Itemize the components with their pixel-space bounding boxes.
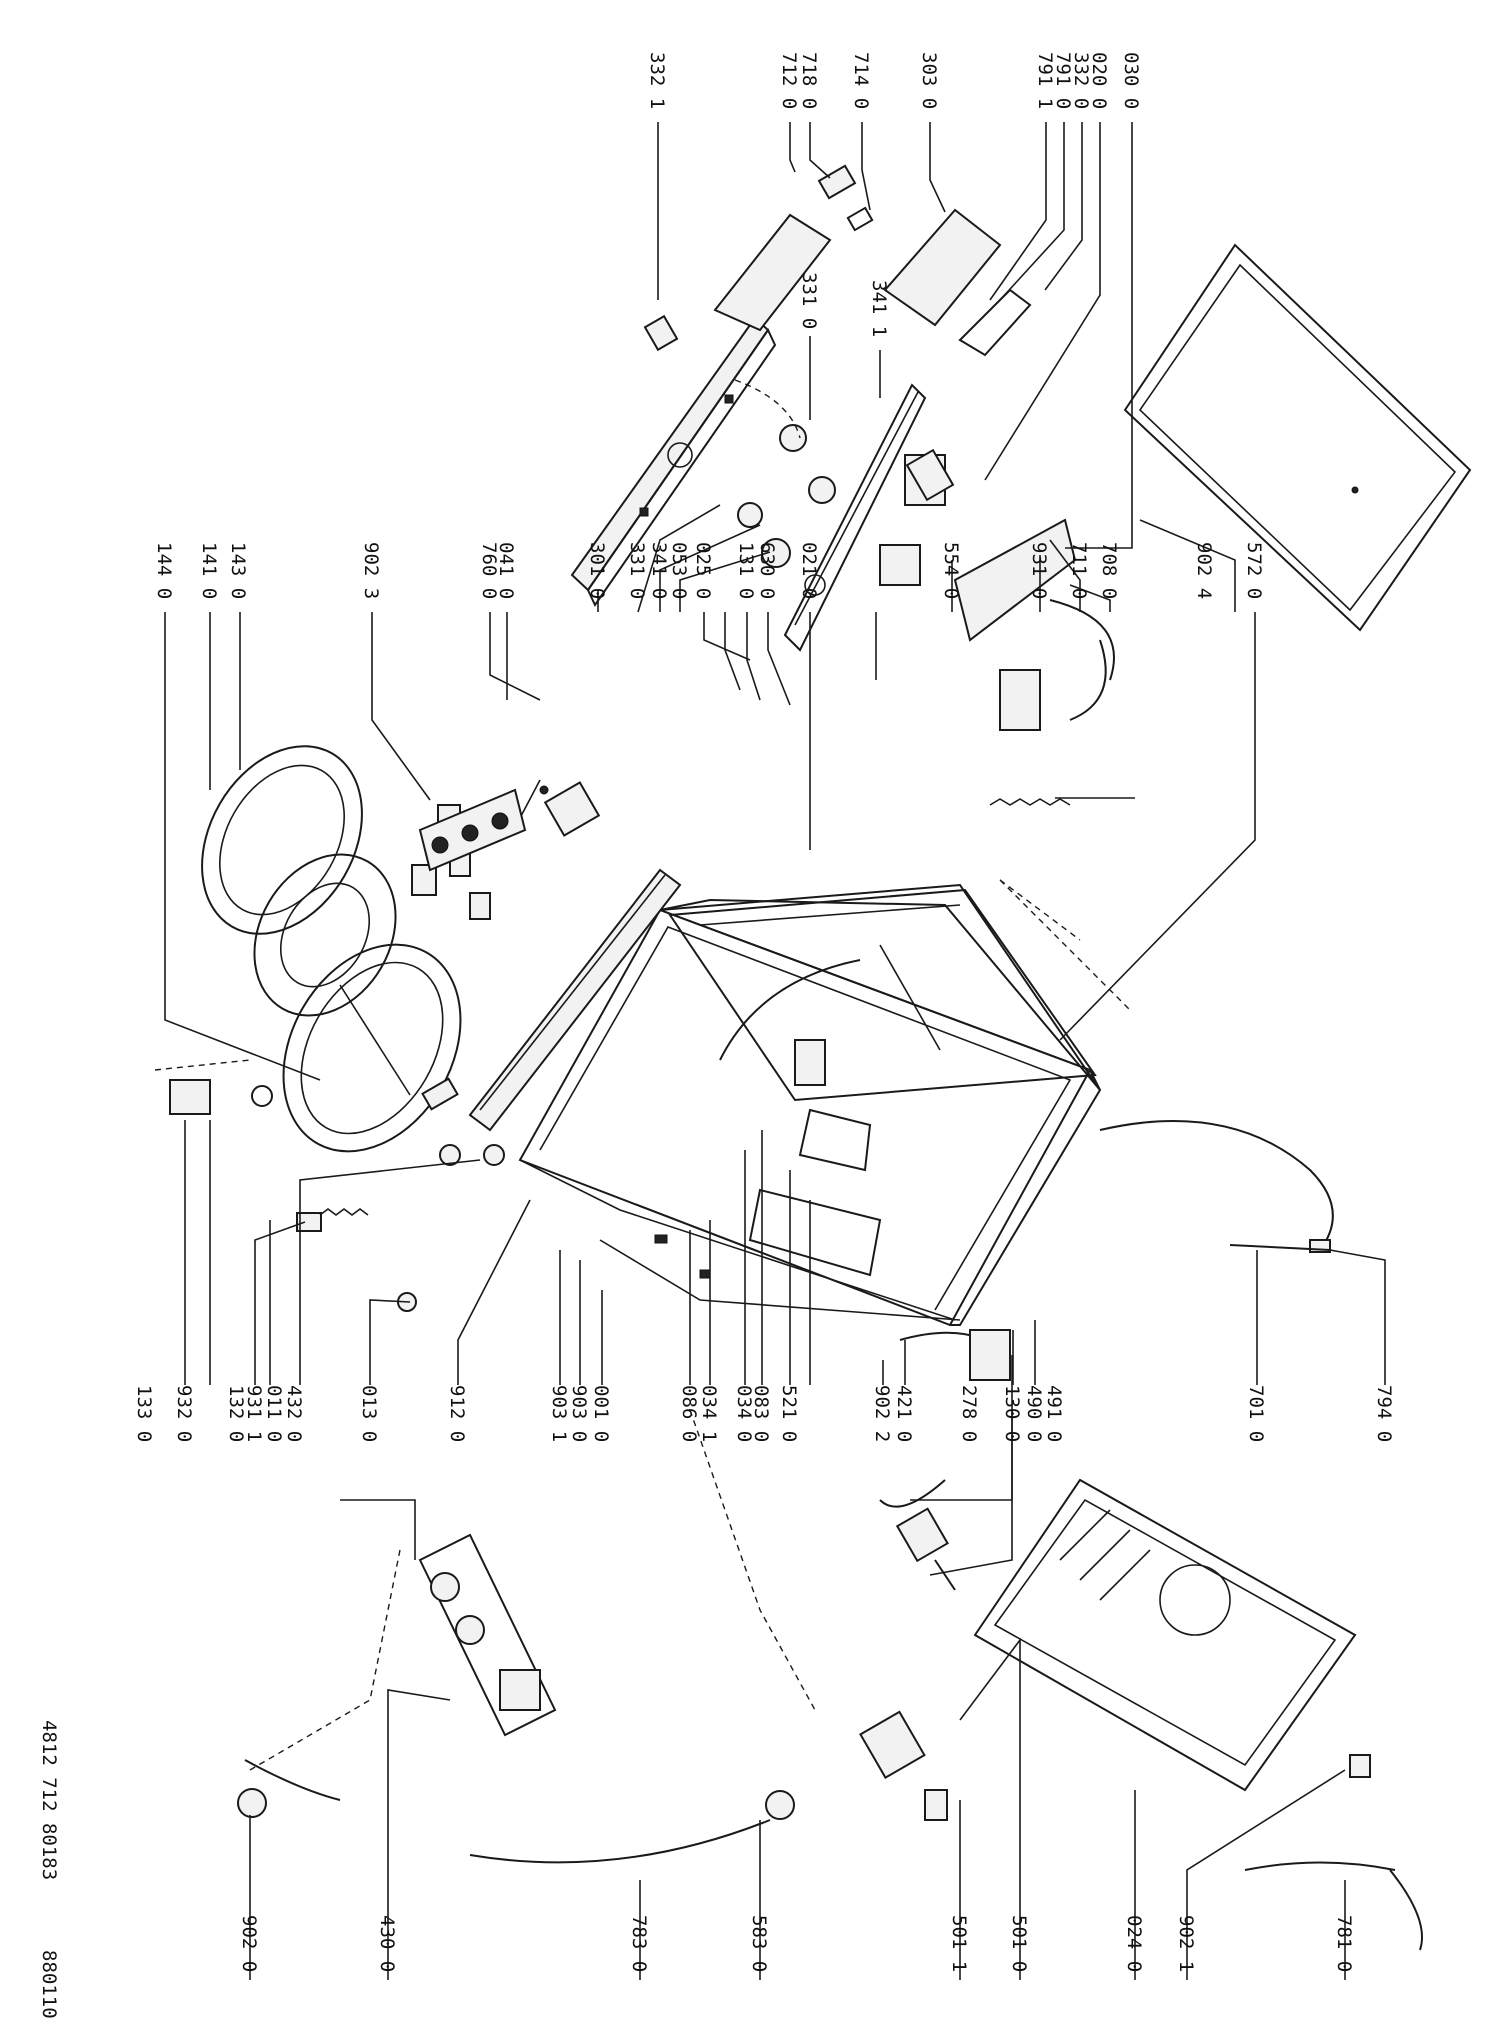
- door-lock-drawing: [519, 779, 601, 837]
- callout-labels: 030 0 020 0 332 0 791 0 791 1 303 0 714 …: [133, 52, 1395, 1972]
- door-assembly-drawing: [201, 745, 462, 1153]
- callout-554-0: 554 0: [940, 542, 962, 599]
- pump-and-hoses-drawing: [879, 1329, 1011, 1591]
- electronics-panel-drawing: [783, 383, 946, 652]
- callout-701-0: 701 0: [1245, 1385, 1267, 1442]
- top-accessories-drawing: [643, 164, 1032, 357]
- cabinet-frame-drawing: [518, 883, 1102, 1327]
- callout-341-0: 341 0: [648, 542, 670, 599]
- callout-421-0: 421 0: [893, 1385, 915, 1442]
- callout-501-0: 501 0: [1008, 1915, 1030, 1972]
- callout-133-0: 133 0: [133, 1385, 155, 1442]
- date-code: 880110: [38, 1950, 60, 2019]
- callout-331-0-upper: 331 0: [798, 272, 820, 329]
- bottom-panel-drawing: [973, 1478, 1357, 1792]
- bottom-small-parts-drawing: [469, 1710, 948, 1864]
- callout-141-0: 141 0: [198, 542, 220, 599]
- callout-303-0: 303 0: [918, 52, 940, 109]
- top-lid-drawing: [668, 888, 1097, 1102]
- callout-912-0: 912 0: [446, 1385, 468, 1442]
- callout-432-0: 432 0: [283, 1385, 305, 1442]
- callout-521-0: 521 0: [778, 1385, 800, 1442]
- callout-086-0: 086 0: [678, 1385, 700, 1442]
- callout-131-0: 131 0: [735, 542, 757, 599]
- callout-781-0: 781 0: [1333, 1915, 1355, 1972]
- hinge-pin-drawing: [296, 1208, 369, 1232]
- callout-332-1: 332 1: [646, 52, 668, 109]
- callout-024-0: 024 0: [1123, 1915, 1145, 1972]
- callout-491-0: 491 0: [1043, 1385, 1065, 1442]
- callout-025-0: 025 0: [692, 542, 714, 599]
- callout-301-0: 301 0: [586, 542, 608, 599]
- hinge-parts-drawing: [397, 804, 505, 1312]
- callout-714-0: 714 0: [850, 52, 872, 109]
- callout-931-0: 931 0: [1028, 542, 1050, 599]
- callout-341-1: 341 1: [868, 280, 890, 337]
- callout-583-0: 583 0: [748, 1915, 770, 1972]
- callout-931-1: 931 1: [243, 1385, 265, 1442]
- callout-144-0: 144 0: [153, 542, 175, 599]
- callout-490-0: 490 0: [1023, 1385, 1045, 1442]
- front-fascia-drawing: [468, 868, 682, 1132]
- door-catch-drawing: [154, 1059, 273, 1115]
- callout-902-4: 902 4: [1193, 542, 1215, 599]
- callout-020-0: 020 0: [1088, 52, 1110, 109]
- callout-903-1: 903 1: [548, 1385, 570, 1442]
- callout-760-0: 760 0: [478, 542, 500, 599]
- program-unit-drawing: [244, 1533, 557, 1801]
- callout-001-0: 001 0: [590, 1385, 612, 1442]
- callout-013-0: 013 0: [358, 1385, 380, 1442]
- callout-501-1: 501 1: [948, 1915, 970, 1972]
- callout-791-1: 791 1: [1034, 52, 1056, 109]
- control-panel-drawing: [570, 316, 777, 608]
- document-number: 4812 712 80183: [38, 1720, 60, 1880]
- callout-331-0-lower: 331 0: [626, 542, 648, 599]
- drive-motor-drawing: [879, 518, 1115, 731]
- callout-794-0: 794 0: [1373, 1385, 1395, 1442]
- callout-041-0: 041 0: [495, 542, 517, 599]
- callout-902-0: 902 0: [238, 1915, 260, 1972]
- part-artwork: [154, 164, 1472, 1951]
- callout-278-0: 278 0: [958, 1385, 980, 1442]
- callout-132-0: 132 0: [225, 1385, 247, 1442]
- callout-711-0: 711 0: [1068, 542, 1090, 599]
- callout-902-3: 902 3: [360, 542, 382, 599]
- callout-332-0: 332 0: [1070, 52, 1092, 109]
- callout-021-0: 021 0: [798, 542, 820, 599]
- hinge-bar-drawing: [418, 788, 527, 872]
- callout-572-0: 572 0: [1243, 542, 1265, 599]
- tension-spring-drawing: [989, 798, 1131, 1011]
- callout-902-2: 902 2: [871, 1385, 893, 1442]
- callout-783-0: 783 0: [628, 1915, 650, 1972]
- callout-903-0: 903 0: [568, 1385, 590, 1442]
- callout-902-1: 902 1: [1175, 1915, 1197, 1972]
- sheet-identifiers: 4812 712 80183 880110: [38, 1720, 60, 2019]
- callout-712-0: 712 0: [778, 52, 800, 109]
- callout-430-0: 430 0: [376, 1915, 398, 1972]
- corner-fittings-drawing: [237, 1754, 1423, 1951]
- callout-143-0: 143 0: [227, 542, 249, 599]
- callout-630-0: 630 0: [756, 542, 778, 599]
- wire-clip-drawing: [905, 448, 955, 502]
- callout-083-0: 083 0: [750, 1385, 772, 1442]
- callout-130-0: 130 0: [1001, 1385, 1023, 1442]
- callout-932-0: 932 0: [173, 1385, 195, 1442]
- callout-053-0: 053 0: [668, 542, 690, 599]
- callout-034-0: 034 0: [733, 1385, 755, 1442]
- callout-791-0: 791 0: [1052, 52, 1074, 109]
- callout-708-0: 708 0: [1098, 542, 1120, 599]
- mains-cable-drawing: [1099, 1120, 1334, 1253]
- knobs-drawing: [734, 379, 836, 568]
- callout-030-0: 030 0: [1120, 52, 1142, 109]
- leader-lines: [164, 122, 1386, 1980]
- worktop-drawing: [1123, 243, 1472, 632]
- callout-718-0: 718 0: [798, 52, 820, 109]
- callout-034-1: 034 1: [698, 1385, 720, 1442]
- callout-011-0: 011 0: [263, 1385, 285, 1442]
